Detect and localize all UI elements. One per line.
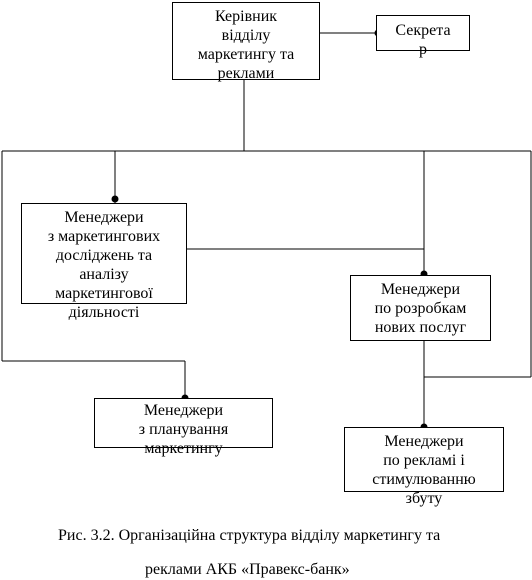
box-line: маркетингу та [197,46,295,63]
box-line: Менеджери [384,433,464,450]
box-line: з маркетингових [47,228,161,245]
new-services-managers-box: Менеджери по розробкам нових послуг [350,275,491,341]
box-line: реклами [217,65,275,82]
planning-managers-box: Менеджери з планування маркетингу [94,398,273,457]
secretary-box: Секрета р [376,15,470,58]
box-line: з планування [138,421,229,438]
junction-dot-research [111,195,119,203]
box-line: аналізу [79,266,129,283]
box-line: р [419,41,427,58]
box-line: Секрета [395,22,451,39]
box-line: Керівник [214,8,278,25]
box-line: Менеджери [143,402,224,419]
research-managers-box: Менеджери з маркетингових досліджень та … [21,203,187,321]
head-of-department-box: Керівник відділу маркетингу та реклами [172,2,320,82]
figure-caption-line-1: Рис. 3.2. Організаційна структура відділ… [58,527,441,544]
box-line: збуту [405,490,443,507]
box-line: діяльності [68,304,140,321]
box-line: нових послуг [374,319,467,336]
figure-caption-line-2: реклами АКБ «Правекс-банк» [145,561,350,578]
box-line: по розробкам [374,300,467,317]
box-line: Менеджери [64,209,144,226]
box-line: Менеджери [380,281,461,298]
box-line: маркетингової [55,285,153,302]
box-line: відділу [221,27,271,44]
advertising-managers-box: Менеджери по рекламі і стимулюванню збут… [344,427,504,507]
box-line: досліджень та [55,247,153,264]
box-line: маркетингу [144,440,223,457]
box-line: по рекламі і [383,452,465,469]
box-line: стимулюванню [372,471,476,488]
